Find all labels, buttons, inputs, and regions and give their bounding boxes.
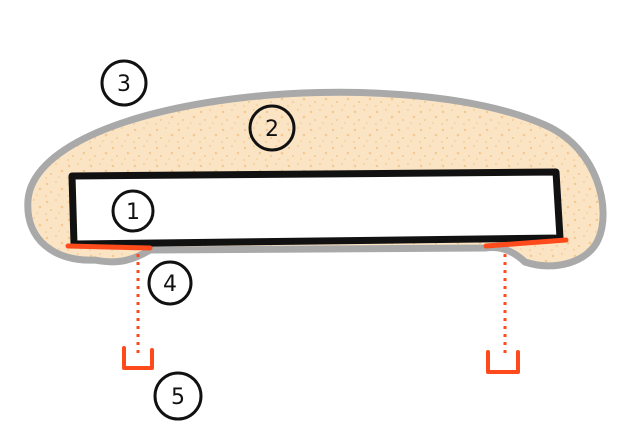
callout-5-label: 5 [171,385,185,410]
contact-strip-left [65,243,153,251]
contact-strip-right [483,237,569,249]
callout-2-label: 2 [265,117,279,142]
foot-bracket-right [486,350,520,374]
callout-4-label: 4 [163,272,177,297]
callout-3: 3 [100,59,148,107]
callout-1-label: 1 [126,200,140,225]
callout-1: 1 [111,189,155,233]
foot-bracket-left [122,346,154,370]
callout-5: 5 [153,371,203,421]
callout-2: 2 [248,104,296,152]
inner-bar [68,168,564,248]
callout-3-label: 3 [117,72,131,97]
callout-4: 4 [147,260,193,306]
